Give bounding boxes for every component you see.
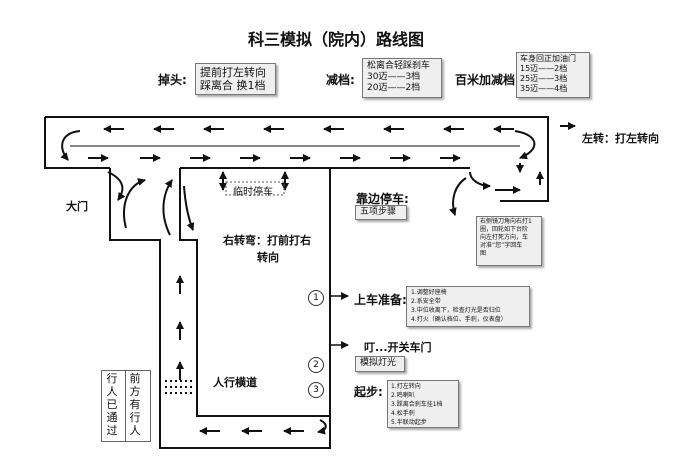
start-line-2: 2.鸣喇叭 (391, 392, 415, 399)
uturn-box: 提前打左转向 踩离合 换1档 (195, 63, 276, 95)
decel-line-3: 20迈——2档 (367, 83, 421, 93)
start-line-1: 1.打左转向 (391, 383, 421, 390)
label-leftturn: 左转：打左转向 (582, 132, 659, 145)
start-line-4: 4.松手刹 (391, 410, 415, 417)
accel-line-3: 25迈——3档 (520, 74, 568, 83)
label-pullover: 靠边停车: (356, 192, 409, 206)
note-line-4: 对准“您”字回车 (480, 242, 523, 249)
label-gate: 大门 (66, 200, 88, 213)
decel-line-1: 松离合轻踩刹车 (367, 61, 431, 71)
light-text: 模拟灯光 (360, 358, 397, 368)
label-start: 起步: (354, 385, 383, 399)
temp-park-zone (225, 181, 285, 196)
note-line-3: 向左打死方向，车 (480, 234, 529, 241)
label-decel: 减档: (326, 73, 355, 87)
label-temp-park: 临时停车 (233, 187, 273, 198)
label-accel: 百米加减档 (455, 73, 516, 87)
crosswalk-marks (165, 380, 192, 394)
accel-line-2: 15迈——2档 (520, 64, 568, 73)
pedestrian-sign (101, 370, 151, 442)
accel-line-1: 车身回正加油门 (520, 54, 576, 63)
label-uturn: 掉头: (158, 73, 187, 87)
curve-arrows (60, 122, 576, 236)
label-crosswalk: 人行横道 (213, 376, 257, 389)
note-line-1: 右侧镜刀角向右打1 (480, 218, 532, 225)
step-circle-3: 3 (308, 382, 324, 398)
decel-box: 松离合轻踩刹车 30迈——3档 20迈——2档 (362, 58, 442, 98)
lane-arrows-bottom (199, 419, 327, 435)
uturn-line-1: 提前打左转向 (200, 66, 266, 79)
board-line-1: 1.调整好座椅 (411, 289, 447, 296)
light-box: 模拟灯光 (355, 356, 405, 372)
right-arrows (330, 292, 349, 349)
road-outline (44, 116, 549, 449)
board-line-2: 2.系安全带 (411, 298, 441, 305)
label-rightturn-2: 转向 (257, 251, 279, 264)
pedestrian-ahead-text: 前方有行人 (129, 372, 141, 437)
label-rightturn-1: 右转弯：打前打右 (223, 234, 311, 247)
board-line-4: 4.打火（确认档位、手刹，仪表盘） (411, 316, 507, 323)
page-title: 科三模拟（院内）路线图 (248, 30, 425, 49)
accel-line-4: 35迈——4档 (520, 84, 568, 93)
note-line-5: 图 (480, 250, 487, 257)
decel-line-2: 30迈——3档 (367, 72, 421, 82)
pullover-text: 五项步骤 (360, 207, 397, 217)
step-circle-2: 2 (308, 357, 324, 373)
note-line-2: 圈，回轮如下台阶 (480, 226, 529, 233)
start-box: 1.打左转向 2.鸣喇叭 3.踩离合刹车挂1档 4.松手刹 5.半联动起步 (387, 380, 459, 428)
start-line-3: 3.踩离合刹车挂1档 (391, 401, 443, 408)
uturn-line-2: 踩离合 换1档 (200, 79, 266, 92)
pedestrian-passed-text: 行人已通过 (106, 372, 118, 437)
label-board: 上车准备: (354, 293, 407, 307)
pullover-box: 五项步骤 (355, 205, 407, 220)
board-line-3: 3.中位收离下，检查灯光是否归位 (411, 307, 501, 314)
start-line-5: 5.半联动起步 (391, 419, 427, 426)
board-box: 1.调整好座椅 2.系安全带 3.中位收离下，检查灯光是否归位 4.打火（确认档… (406, 286, 530, 327)
pullover-note-box: 右侧镜刀角向右打1 圈，回轮如下台阶 向左打死方向，车 对准“您”字回车 图 (476, 216, 542, 266)
label-door: 叮...开关车门 (364, 341, 432, 354)
accel-box: 车身回正加油门 15迈——2档 25迈——3档 35迈——4档 (516, 52, 590, 98)
step-circle-1: 1 (308, 290, 324, 306)
